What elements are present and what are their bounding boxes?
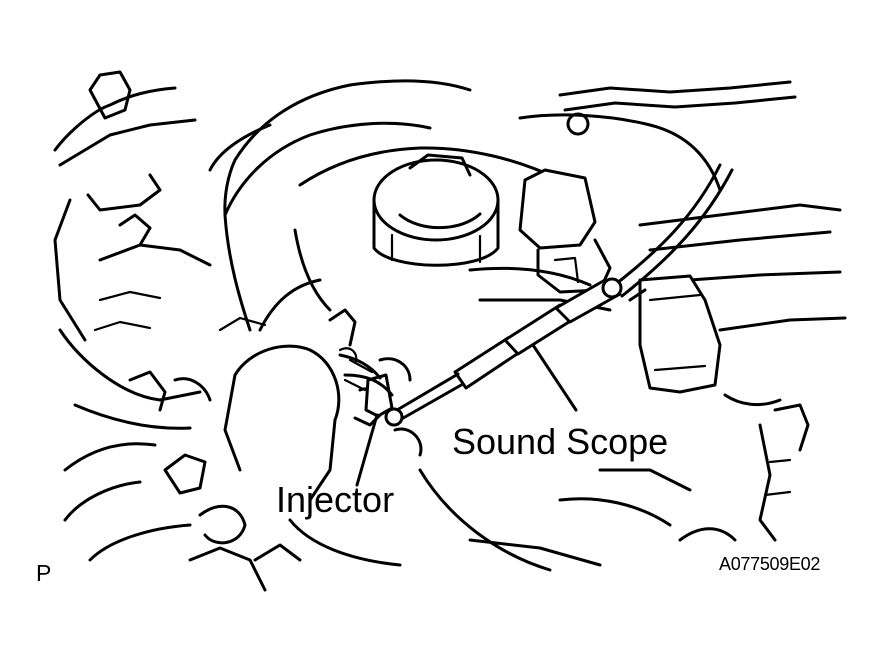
sound-scope-label: Sound Scope	[452, 421, 669, 462]
sound-scope-leader	[531, 343, 578, 412]
injector-body	[338, 353, 394, 418]
view-marker-label: P	[36, 560, 52, 586]
lower-engine-details	[253, 468, 737, 572]
injector-label: Injector	[276, 479, 395, 520]
intake-hose	[223, 79, 472, 332]
cylinder-head-cover	[293, 146, 847, 332]
sound-scope-tool	[384, 163, 734, 427]
figure-code-label: A077509E02	[719, 554, 821, 574]
oil-filler-cap	[372, 153, 500, 267]
injector-connectors	[518, 168, 782, 407]
side-bracket	[758, 403, 810, 542]
engine-left-components	[53, 70, 272, 592]
injector-leader	[355, 413, 379, 487]
top-pipe	[518, 80, 797, 192]
